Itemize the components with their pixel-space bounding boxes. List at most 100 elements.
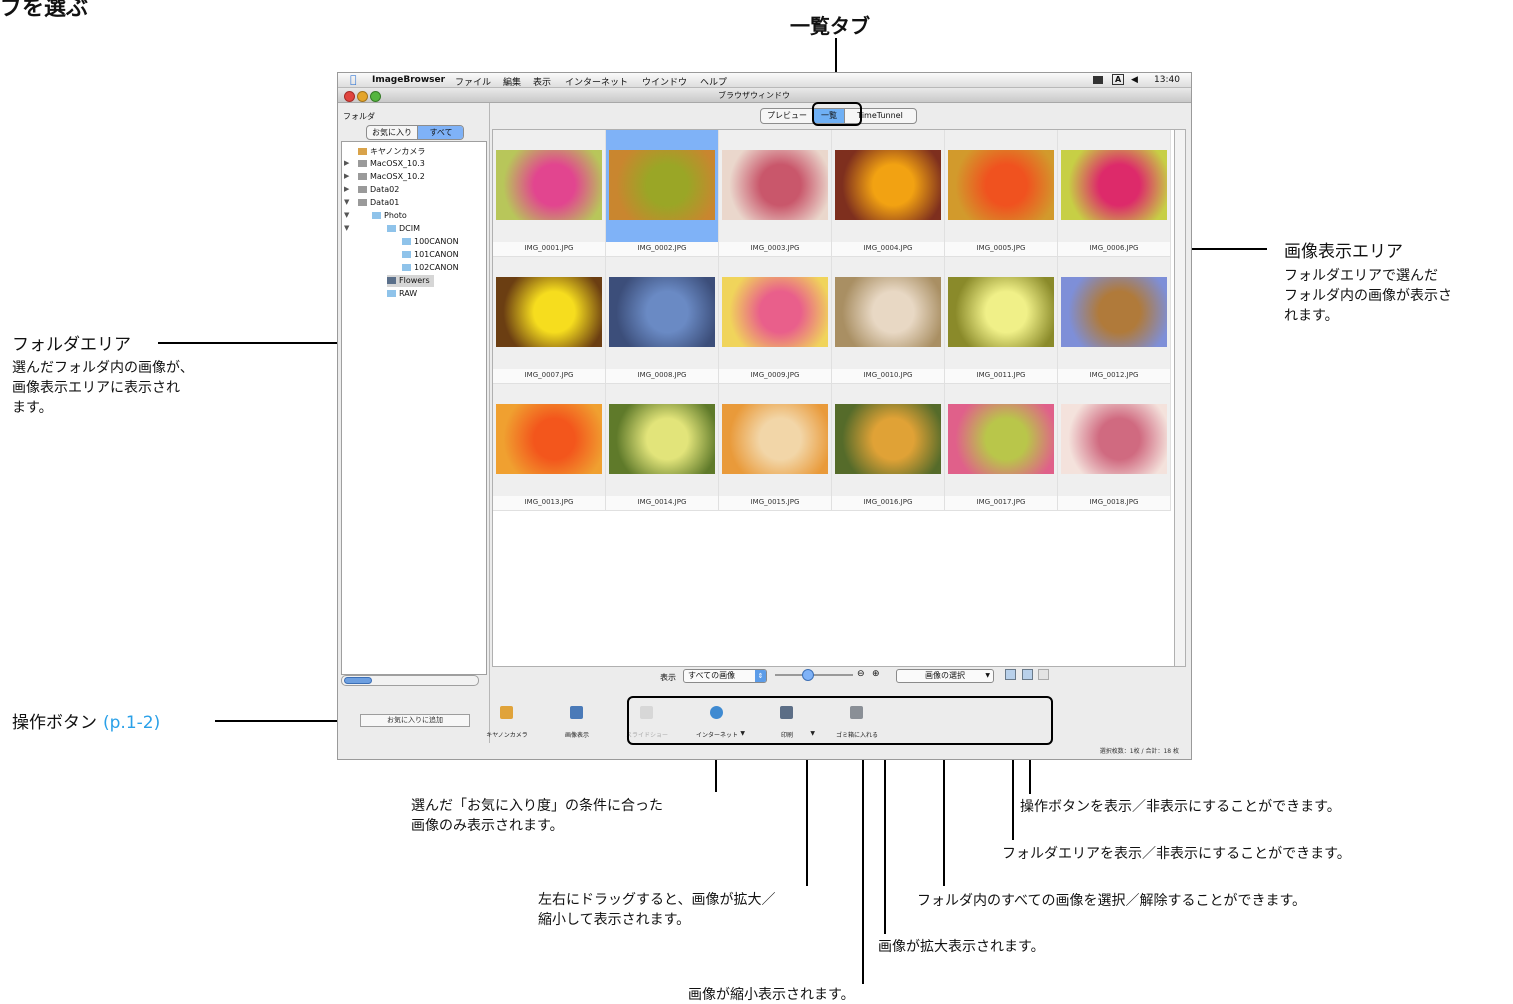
folder-area-desc: 選んだフォルダ内の画像が、 画像表示エリアに表示され ます。 xyxy=(12,360,194,416)
layout-icon[interactable] xyxy=(1038,669,1049,680)
display-status-icon[interactable] xyxy=(1093,76,1103,84)
thumbnail-item[interactable]: IMG_0014.JPG xyxy=(606,384,719,511)
thumbnail-item[interactable]: IMG_0003.JPG xyxy=(719,130,832,257)
thumbnail-frame xyxy=(832,384,944,496)
op-buttons-page-link[interactable]: (p.1-2) xyxy=(103,713,161,733)
folder-tree: キヤノンカメラ ▶ MacOSX_10.3 ▶ MacOSX_10.2 ▶ Da… xyxy=(341,141,487,675)
thumbnail-filename: IMG_0015.JPG xyxy=(750,498,800,506)
zoom-slider-track[interactable] xyxy=(775,674,853,676)
menu-help[interactable]: ヘルプ xyxy=(700,78,728,88)
tree-item[interactable]: MacOSX_10.3 xyxy=(358,158,425,170)
volume-icon[interactable]: ◀ xyxy=(1131,75,1138,85)
thumbnail-item[interactable]: IMG_0009.JPG xyxy=(719,257,832,384)
chevron-down-icon[interactable]: ▼ xyxy=(810,730,815,737)
camera-icon xyxy=(500,706,513,719)
menu-internet[interactable]: インターネット xyxy=(565,78,629,88)
tree-item[interactable]: Photo xyxy=(372,210,407,222)
print-icon xyxy=(780,706,793,719)
flower-photo xyxy=(609,150,715,220)
chevron-down-icon[interactable]: ▼ xyxy=(740,730,745,737)
thumbnail-item[interactable]: IMG_0004.JPG xyxy=(832,130,945,257)
zoom-in-desc: 画像が拡大表示されます。 xyxy=(878,939,1045,955)
thumbnail-item[interactable]: IMG_0005.JPG xyxy=(945,130,1058,257)
tree-item[interactable]: 100CANON xyxy=(402,236,459,248)
menu-file[interactable]: ファイル xyxy=(455,78,492,88)
thumbnail-item[interactable]: IMG_0012.JPG xyxy=(1058,257,1171,384)
tree-item[interactable]: DCIM xyxy=(387,223,420,235)
tree-item[interactable]: Data01 xyxy=(358,197,399,209)
filter-desc: 選んだ「お気に入り度」の条件に合った 画像のみ表示されます。 xyxy=(411,798,663,834)
disclosure-down-icon[interactable]: ▼ xyxy=(344,224,350,232)
tree-item-selected[interactable]: Flowers xyxy=(387,275,434,287)
thumbnail-frame xyxy=(945,384,1057,496)
tree-item[interactable]: MacOSX_10.2 xyxy=(358,171,425,183)
close-window-icon[interactable] xyxy=(344,91,355,102)
thumbnail-item[interactable]: IMG_0002.JPG xyxy=(606,130,719,257)
toggle-op-buttons-icon[interactable] xyxy=(1022,669,1033,680)
print-button[interactable]: 印刷▼ xyxy=(757,700,817,743)
tree-item[interactable]: Data02 xyxy=(358,184,399,196)
menu-edit[interactable]: 編集 xyxy=(503,78,522,88)
menu-view[interactable]: 表示 xyxy=(533,78,552,88)
disclosure-down-icon[interactable]: ▼ xyxy=(344,211,350,219)
add-favorite-button[interactable]: お気に入りに追加 xyxy=(360,714,470,727)
apple-menu-icon[interactable]:  xyxy=(350,73,357,86)
tab-timetunnel[interactable]: TimeTunnel xyxy=(857,111,903,120)
tree-item[interactable]: 101CANON xyxy=(402,249,459,261)
flower-photo xyxy=(496,404,602,474)
thumbnail-filename: IMG_0004.JPG xyxy=(863,244,913,252)
tab-preview[interactable]: プレビュー xyxy=(767,111,807,120)
disclosure-down-icon[interactable]: ▼ xyxy=(344,198,350,206)
zoom-in-icon[interactable]: ⊕ xyxy=(872,669,880,679)
thumbnail-frame xyxy=(1058,257,1170,369)
internet-button[interactable]: インターネット▼ xyxy=(687,700,747,743)
thumbnail-frame xyxy=(719,384,831,496)
disclosure-right-icon[interactable]: ▶ xyxy=(344,159,350,167)
segment-favorites[interactable]: お気に入り xyxy=(372,128,412,137)
thumbnail-frame xyxy=(719,257,831,369)
input-method-icon[interactable]: A xyxy=(1112,74,1125,85)
thumbnail-item[interactable]: IMG_0016.JPG xyxy=(832,384,945,511)
camera-button[interactable]: キヤノンカメラ xyxy=(477,700,537,743)
tree-horizontal-scrollbar[interactable] xyxy=(341,675,479,686)
tree-item[interactable]: RAW xyxy=(387,288,417,300)
image-view-button[interactable]: 画像表示 xyxy=(547,700,607,743)
thumbnail-item[interactable]: IMG_0007.JPG xyxy=(493,257,606,384)
tree-item[interactable]: 102CANON xyxy=(402,262,459,274)
op-buttons-title: 操作ボタン(p.1-2) xyxy=(12,713,161,733)
flower-photo xyxy=(1061,277,1167,347)
thumbnail-item[interactable]: IMG_0013.JPG xyxy=(493,384,606,511)
thumbnail-item[interactable]: IMG_0001.JPG xyxy=(493,130,606,257)
folder-icon xyxy=(387,290,396,297)
thumbnail-item[interactable]: IMG_0015.JPG xyxy=(719,384,832,511)
zoom-slider-thumb[interactable] xyxy=(802,669,814,681)
flower-photo xyxy=(722,277,828,347)
tree-item[interactable]: キヤノンカメラ xyxy=(358,146,425,158)
disclosure-right-icon[interactable]: ▶ xyxy=(344,172,350,180)
grid-vertical-scrollbar[interactable] xyxy=(1174,129,1186,667)
slideshow-button[interactable]: スライドショー xyxy=(617,700,677,743)
thumbnail-item[interactable]: IMG_0008.JPG xyxy=(606,257,719,384)
disk-icon xyxy=(358,199,367,206)
scroll-thumb[interactable] xyxy=(344,677,372,684)
select-images-button[interactable]: 画像の選択 ▼ xyxy=(896,669,994,683)
segment-all[interactable]: すべて xyxy=(417,126,463,139)
disclosure-right-icon[interactable]: ▶ xyxy=(344,185,350,193)
thumbnail-item[interactable]: IMG_0006.JPG xyxy=(1058,130,1171,257)
favorite-filter-select[interactable]: すべての画像 ⇕ xyxy=(683,669,767,683)
trash-button[interactable]: ゴミ箱に入れる xyxy=(827,700,887,743)
zoom-window-icon[interactable] xyxy=(370,91,381,102)
thumbnail-item[interactable]: IMG_0011.JPG xyxy=(945,257,1058,384)
flower-photo xyxy=(835,277,941,347)
thumbnail-item[interactable]: IMG_0018.JPG xyxy=(1058,384,1171,511)
minimize-window-icon[interactable] xyxy=(357,91,368,102)
op-buttons-highlight xyxy=(627,696,1053,745)
toggle-folder-area-icon[interactable] xyxy=(1005,669,1016,680)
zoom-out-icon[interactable]: ⊖ xyxy=(857,669,865,679)
flower-photo xyxy=(722,404,828,474)
menu-window[interactable]: ウインドウ xyxy=(642,78,688,88)
thumbnail-item[interactable]: IMG_0017.JPG xyxy=(945,384,1058,511)
folder-icon xyxy=(387,225,396,232)
menu-app-name[interactable]: ImageBrowser xyxy=(372,75,446,85)
thumbnail-item[interactable]: IMG_0010.JPG xyxy=(832,257,945,384)
